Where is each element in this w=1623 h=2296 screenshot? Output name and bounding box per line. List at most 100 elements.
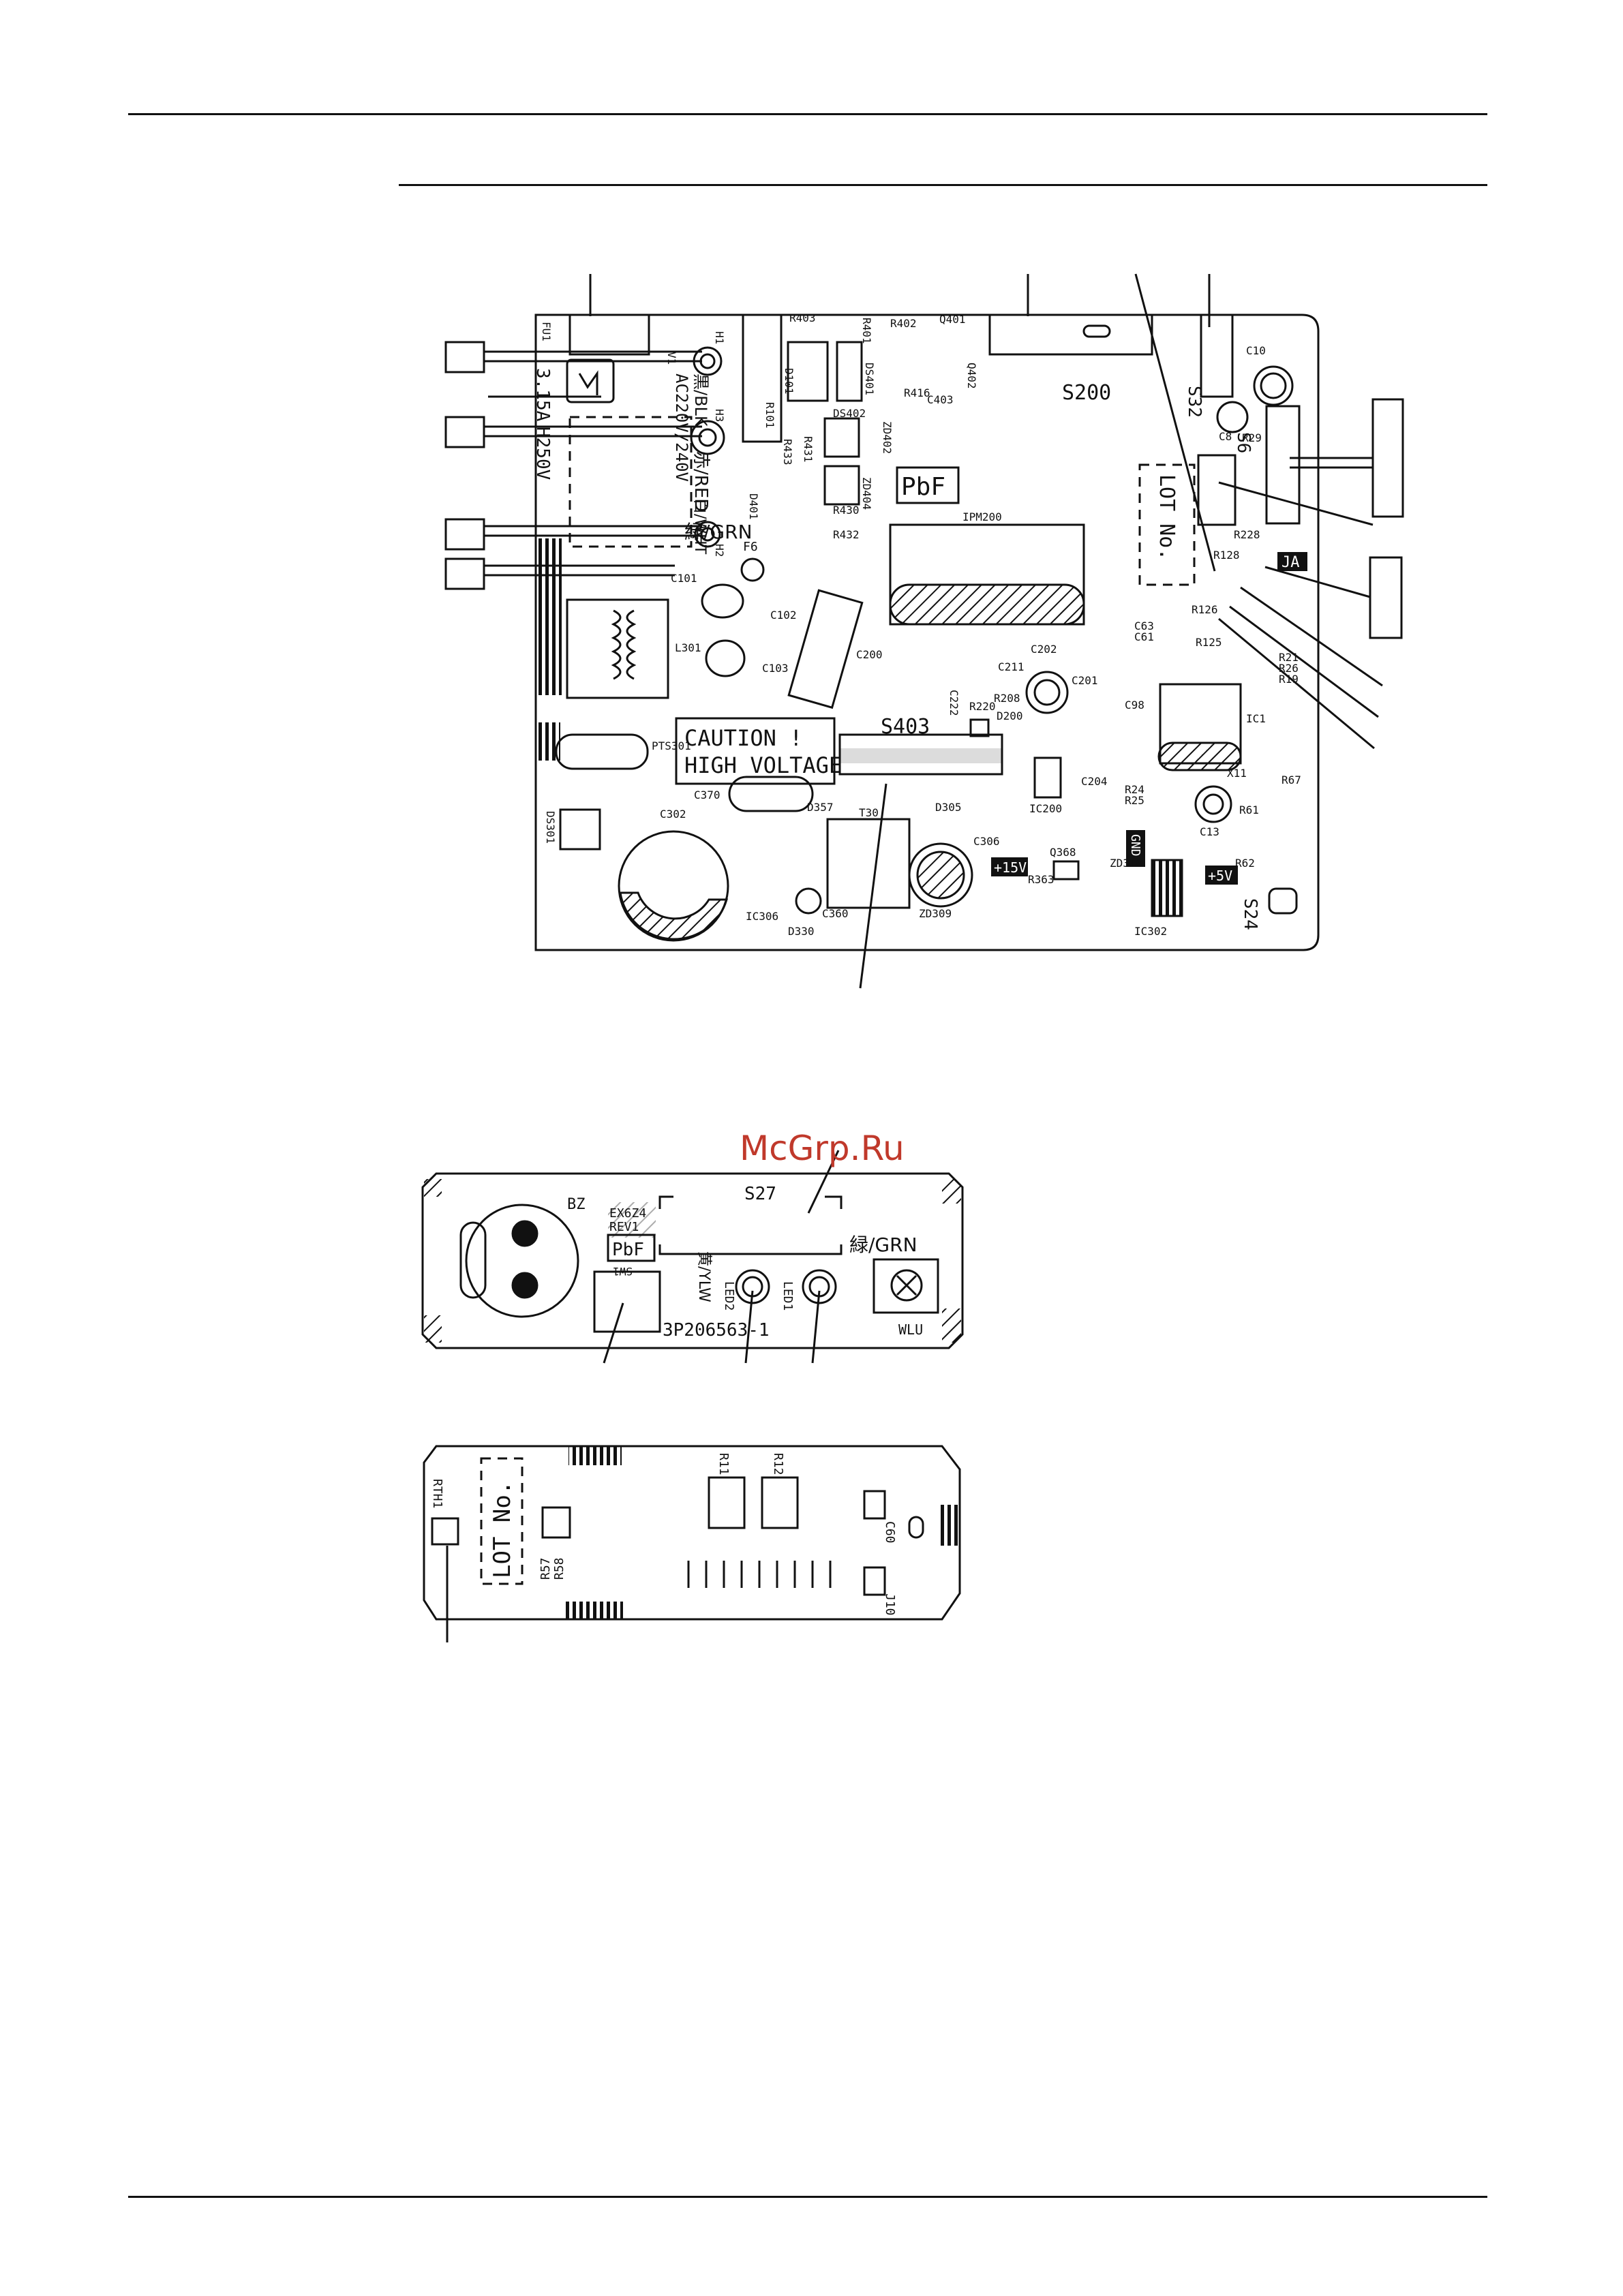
part-c211: C211: [998, 660, 1025, 673]
part-c302: C302: [660, 808, 686, 821]
fuse-label: FU1: [540, 322, 553, 341]
part-q368: Q368: [1050, 846, 1076, 859]
display-pbf: PbF: [612, 1240, 644, 1260]
part-c63: C63: [1134, 619, 1154, 632]
part-r26: R26: [1279, 662, 1299, 675]
connector-s27: [658, 1195, 843, 1255]
part-ic200: IC200: [1029, 802, 1062, 815]
header-rule-top: [128, 113, 1487, 115]
wire-grn: 緑/GRN: [684, 521, 753, 543]
part-c202: C202: [1031, 643, 1057, 656]
part-r101: R101: [763, 402, 776, 429]
capacitor-c13: [1194, 785, 1232, 823]
part-r128: R128: [1213, 549, 1240, 562]
callout-box-2: [444, 416, 485, 448]
part-ds301: DS301: [544, 811, 557, 844]
buzzer: [465, 1204, 579, 1318]
part-zd309: ZD309: [919, 907, 952, 920]
part-c103: C103: [762, 662, 789, 675]
capacitor-c360: [795, 887, 822, 915]
part-ic1: IC1: [1246, 712, 1266, 725]
part-r220: R220: [969, 700, 996, 713]
part-r228: R228: [1234, 528, 1260, 541]
edge-connector-strip: [536, 538, 562, 695]
part-r363: R363: [1028, 873, 1055, 886]
fuse-rating-1: 3.15A: [532, 368, 553, 422]
part-c201: C201: [1072, 674, 1098, 687]
part-q402: Q402: [965, 363, 978, 389]
display-conn: S27: [744, 1184, 776, 1204]
v15-label: +15V: [994, 859, 1027, 876]
callout-box-1: [444, 341, 485, 373]
part-d101: D101: [783, 368, 795, 395]
conn-s6-label: S6: [1233, 432, 1254, 453]
ds301: [559, 808, 601, 851]
part-pts301: PTS301: [652, 739, 691, 752]
display-pcb-outline: [421, 1172, 964, 1349]
part-c204: C204: [1081, 775, 1108, 788]
part-c10: C10: [1246, 344, 1266, 357]
ic200: [1033, 756, 1062, 799]
part-d357: D357: [807, 801, 834, 814]
part-c98: C98: [1125, 699, 1144, 711]
part-d401: D401: [747, 493, 760, 520]
relay: [742, 313, 783, 443]
part-l301: L301: [675, 641, 701, 654]
connector-s6: [1265, 405, 1301, 525]
part-r402: R402: [890, 317, 917, 330]
part-c403: C403: [927, 393, 954, 406]
part-c370: C370: [694, 789, 721, 801]
display-callouts: [603, 1150, 840, 1364]
ipm-label: IPM200: [962, 510, 1002, 523]
display-pcb: [421, 1172, 964, 1349]
part-r401: R401: [860, 318, 873, 344]
led1: [802, 1269, 837, 1304]
therm-r58: R58: [552, 1557, 566, 1580]
capacitor-c201: [1025, 671, 1069, 714]
capacitor-c306: [908, 842, 973, 908]
therm-lot: LOT No.: [489, 1481, 516, 1578]
part-ic306: IC306: [746, 910, 778, 923]
part-r430: R430: [833, 504, 860, 517]
part-r29: R29: [1242, 431, 1262, 444]
gnd-badge: [1126, 830, 1145, 867]
capacitor-c10: [1253, 365, 1294, 406]
display-wire-ylw: 黄/YLW: [695, 1251, 712, 1302]
display-part-no: 3P206563-1: [663, 1320, 770, 1341]
therm-rth: RTH1: [430, 1479, 444, 1508]
part-h3: H3: [713, 409, 726, 422]
v5-label: +5V: [1208, 868, 1232, 884]
part-q401: Q401: [939, 313, 966, 326]
ja-label: JA: [1281, 554, 1300, 571]
part-x11: X11: [1227, 767, 1247, 780]
gnd-label: GND: [1128, 834, 1142, 857]
f6-label: F6: [743, 540, 758, 554]
display-sw: SW1: [613, 1265, 633, 1278]
wire-blk: 黒/BLK: [691, 373, 710, 427]
callout-box-4: [444, 557, 485, 590]
part-r126: R126: [1192, 603, 1218, 616]
main-pcb: [534, 313, 1320, 951]
part-r24: R24: [1125, 783, 1144, 796]
part-c61: C61: [1134, 630, 1154, 643]
caution-line-2: HIGH VOLTAGE: [684, 752, 842, 778]
part-c101: C101: [671, 572, 697, 585]
main-pcb-outline: [534, 313, 1320, 951]
callouts-left: [444, 341, 702, 590]
part-c360: C360: [822, 907, 849, 920]
part-r432: R432: [833, 528, 860, 541]
display-wire-grn: 緑/GRN: [849, 1234, 917, 1256]
switch-sw1: [593, 1270, 661, 1333]
connector-s32: [1200, 313, 1234, 398]
part-c222: C222: [947, 690, 960, 716]
lot-box: [480, 1457, 524, 1585]
callout-box-6: [1369, 556, 1403, 639]
part-r416: R416: [904, 386, 930, 399]
footer-rule: [128, 2196, 1487, 2198]
fuse-rating-2: H250V: [532, 427, 553, 480]
caution-box: [675, 717, 836, 785]
part-c306: C306: [973, 835, 1000, 848]
part-ds401: DS401: [863, 363, 876, 395]
therm-j10: J10: [883, 1593, 897, 1616]
conn-s200-label: S200: [1062, 381, 1111, 405]
